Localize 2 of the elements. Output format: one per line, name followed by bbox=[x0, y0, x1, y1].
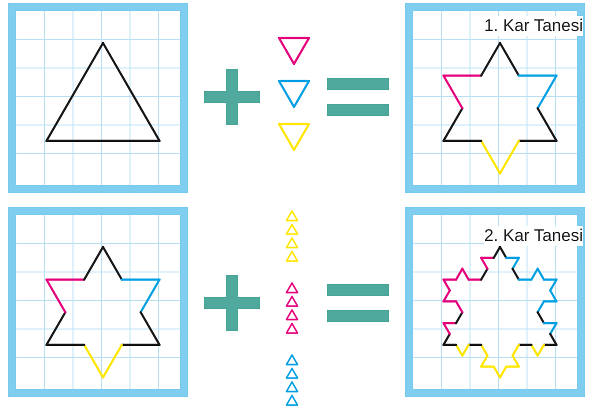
panel-title: 2. Kar Tanesi bbox=[484, 226, 583, 246]
panel-title: 1. Kar Tanesi bbox=[484, 16, 583, 36]
